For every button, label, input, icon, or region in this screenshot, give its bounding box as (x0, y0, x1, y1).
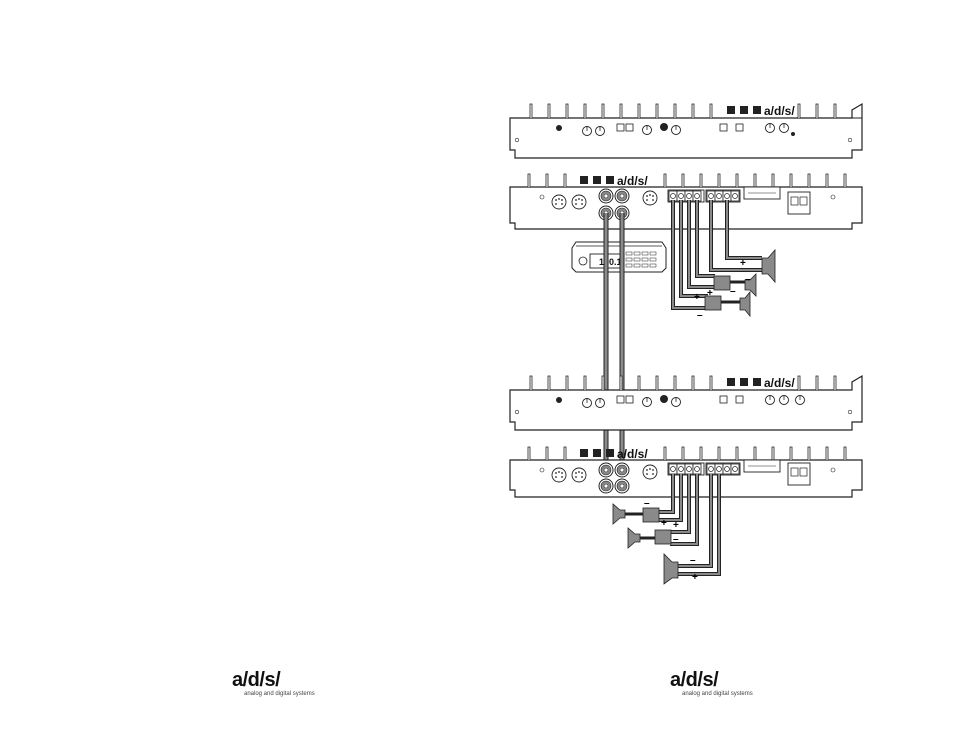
brand-mark-right: a/d/s/ analog and digital systems (670, 670, 753, 697)
amp1-minus-1: – (745, 274, 751, 285)
amp1-plus-2: + (707, 288, 713, 299)
amp1-front-logo: a/d/s/ (764, 104, 795, 118)
amp2-minus-1: – (644, 498, 650, 509)
amp2-plus-2: + (673, 520, 679, 531)
amp2-front-panel: a/d/s/ (510, 376, 862, 430)
brand-tagline-left: analog and digital systems (244, 691, 315, 697)
amp2-rear-panel: a/d/s/ (510, 447, 862, 497)
headunit-display: 100.1 (599, 257, 622, 267)
amp1-rear-panel: a/d/s/ (510, 174, 862, 229)
amp1-plus-3: + (694, 292, 700, 303)
amp1-rear-logo: a/d/s/ (617, 174, 648, 188)
brand-tagline-right: analog and digital systems (682, 691, 753, 697)
amp2-minus-2: – (673, 534, 679, 545)
brand-logo-left: a/d/s/ (232, 670, 315, 690)
amp1-minus-2: – (730, 286, 736, 297)
amp1-minus-3: – (697, 310, 703, 321)
amp1-plus-1: + (740, 258, 746, 269)
amp2-plus-3: + (692, 572, 698, 583)
amp2-front-logo: a/d/s/ (764, 376, 795, 390)
amp2-plus-1: + (661, 518, 667, 529)
amp2-rear-logo: a/d/s/ (617, 447, 648, 461)
brand-mark-left: a/d/s/ analog and digital systems (232, 670, 315, 697)
headunit: 100.1 (572, 242, 666, 272)
brand-logo-right: a/d/s/ (670, 670, 753, 690)
amp2-speakers: + – + – + – (613, 498, 698, 584)
amp2-minus-3: – (690, 555, 696, 566)
amp1-front-panel: a/d/s/ (510, 104, 862, 158)
